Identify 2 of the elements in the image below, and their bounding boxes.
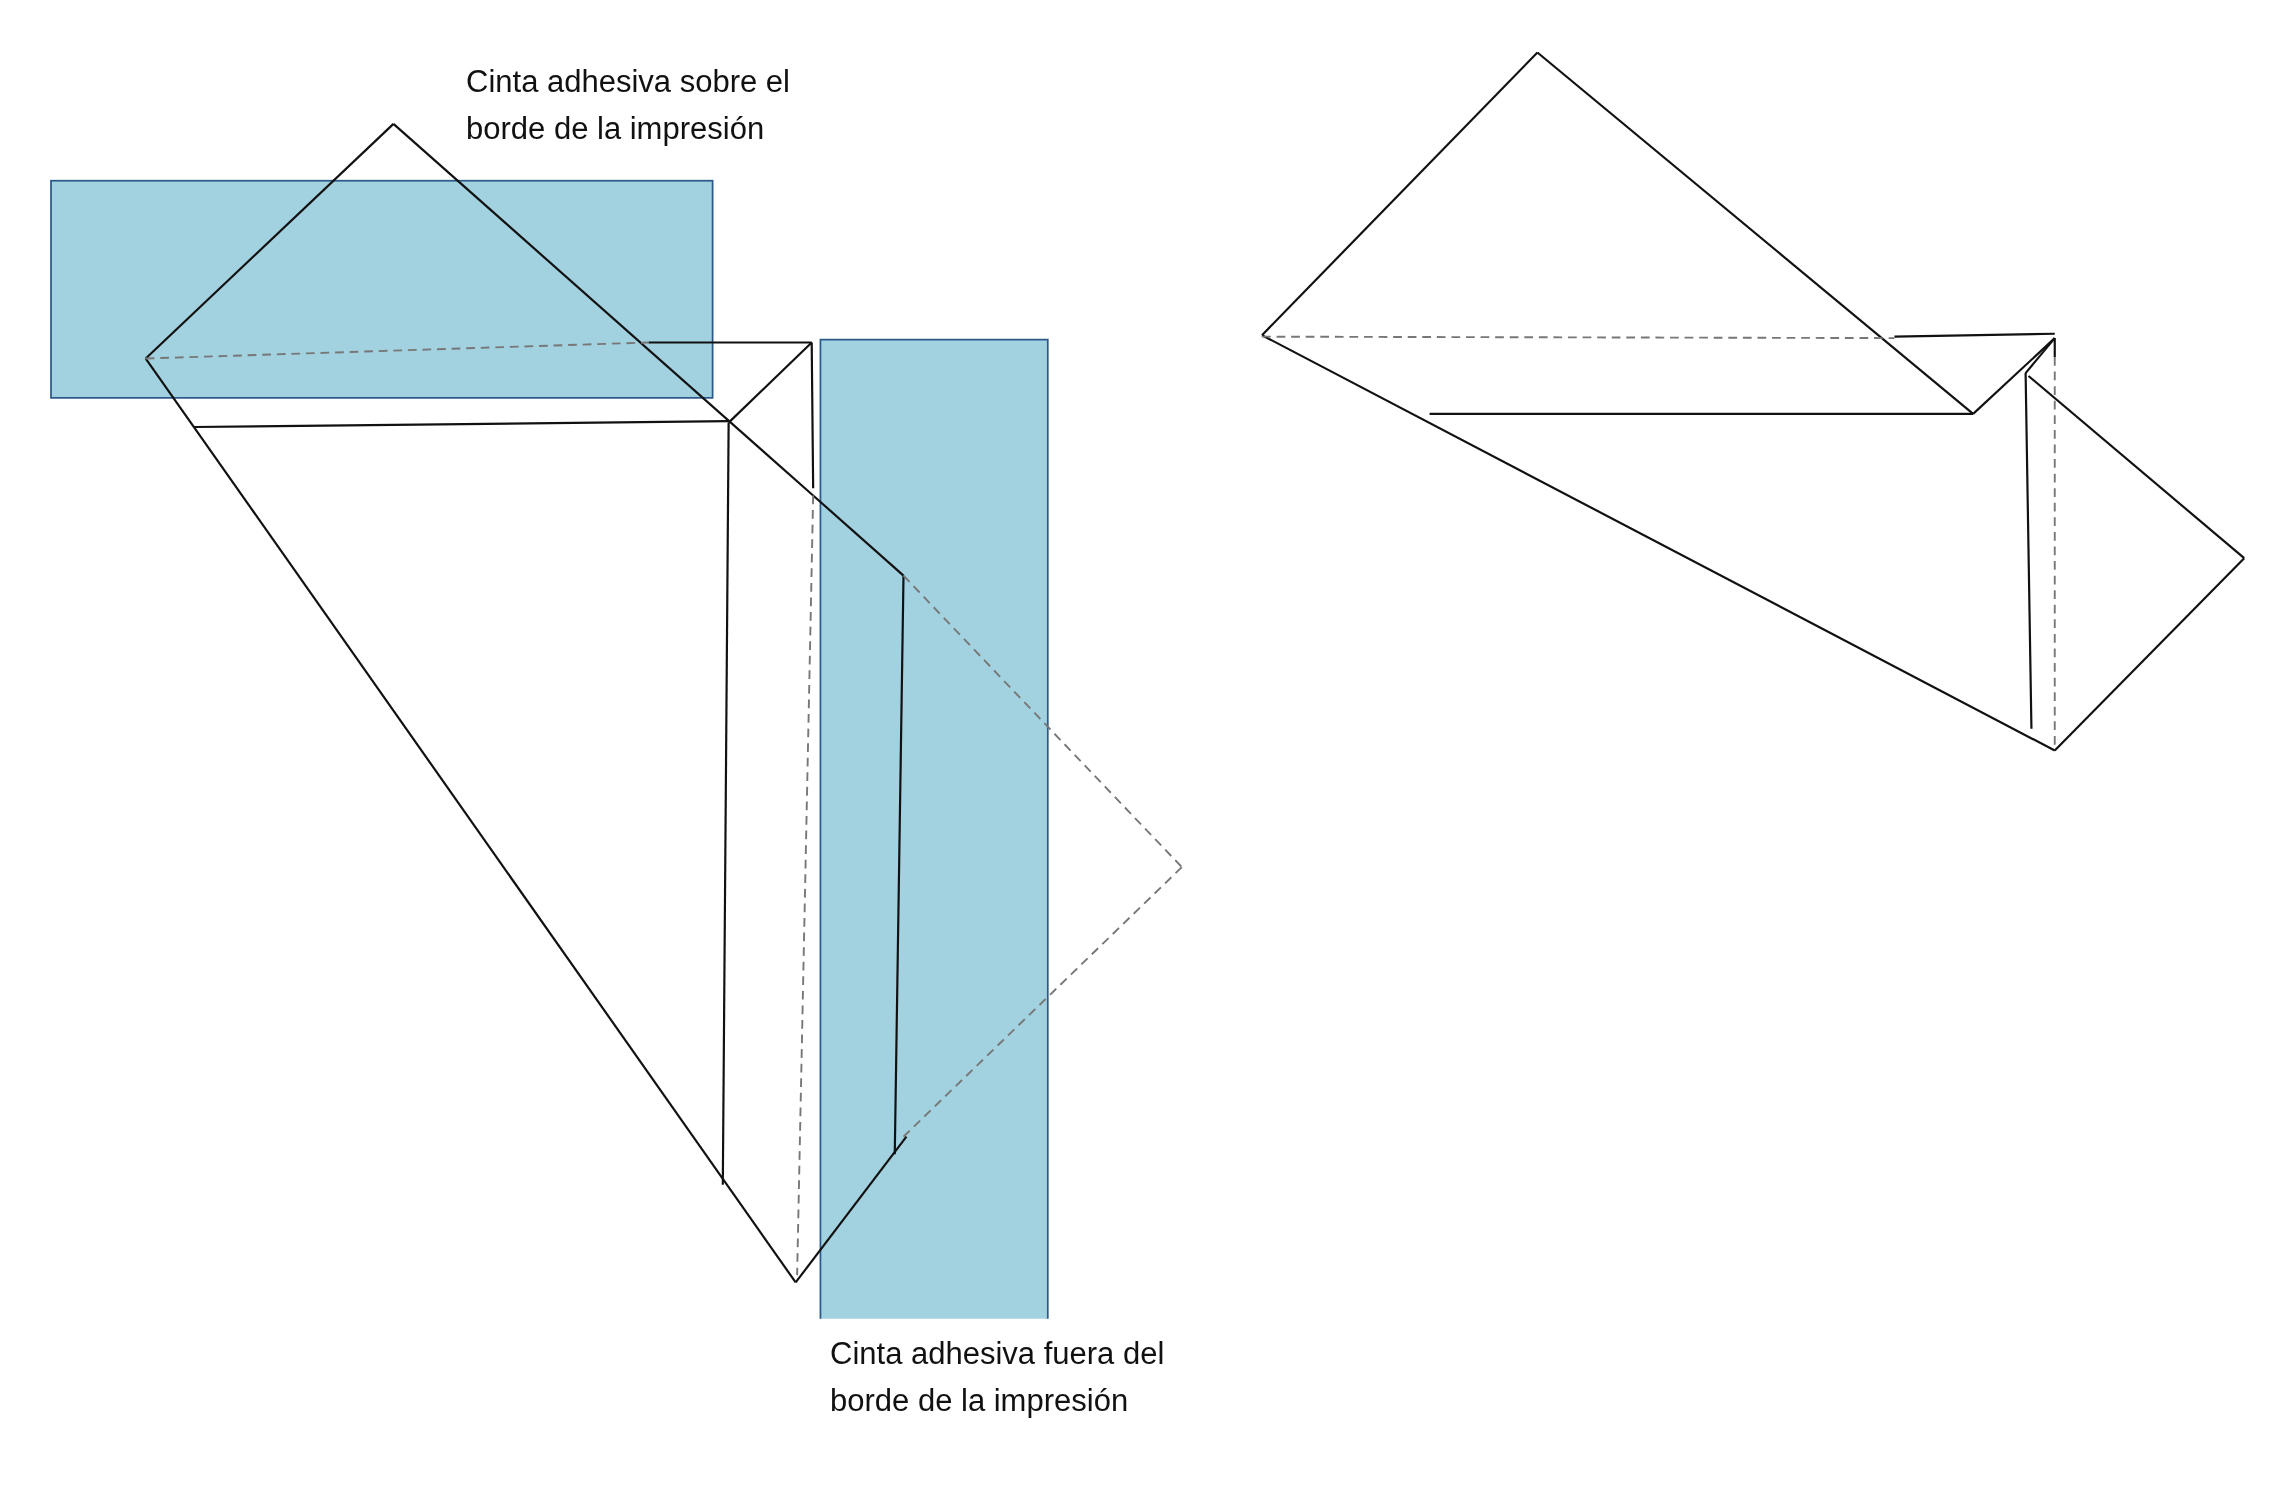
callout-text: Cinta adhesiva fuera del borde de la impresión xyxy=(830,1335,1166,1420)
callout-text: Cinta adhesiva sobre el borde de la impresión xyxy=(466,63,791,148)
